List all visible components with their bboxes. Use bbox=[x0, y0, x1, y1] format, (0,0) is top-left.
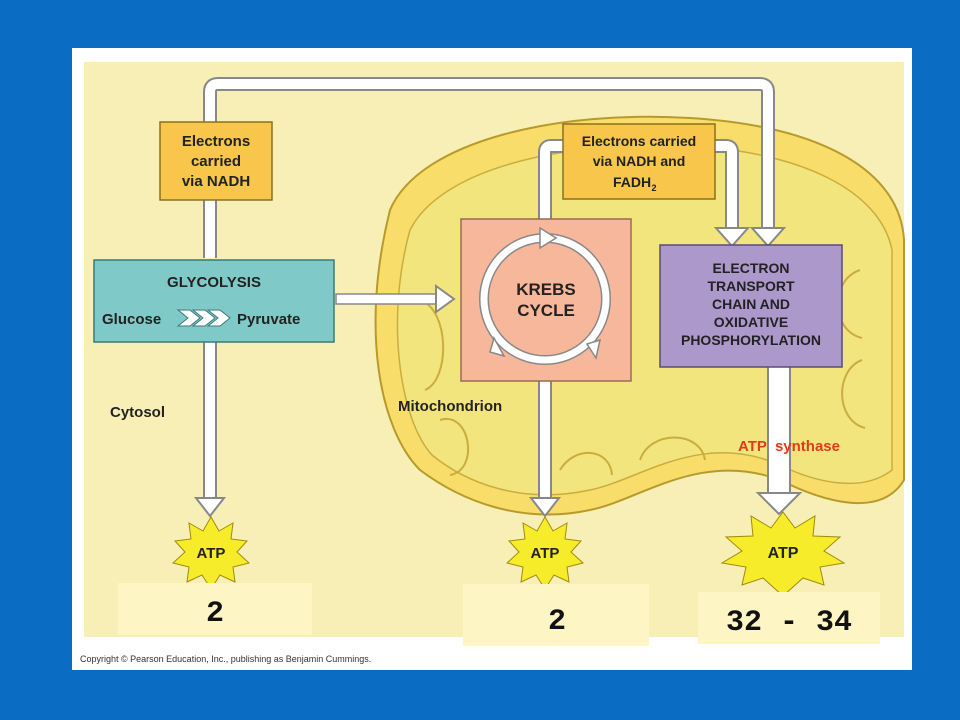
nadh-line-1: Electrons bbox=[182, 133, 250, 150]
krebs-yield-value: 2 bbox=[548, 605, 566, 639]
fadh-line-3: FADH bbox=[613, 174, 651, 190]
krebs-cycle-box: KREBS CYCLE bbox=[460, 218, 632, 382]
glycolysis-title: GLYCOLYSIS bbox=[167, 274, 261, 291]
glycolysis-yield-value: 2 bbox=[206, 597, 224, 631]
atp-burst-glycolysis: ATP bbox=[171, 515, 251, 590]
atp-label-2: ATP bbox=[531, 545, 560, 562]
oxidative-yield-value: 32 - 34 bbox=[726, 606, 852, 640]
glycolysis-box: GLYCOLYSIS Glucose Pyruvate bbox=[93, 259, 335, 343]
atp-label-1: ATP bbox=[197, 545, 226, 562]
cytosol-label: Cytosol bbox=[110, 404, 165, 421]
krebs-atp-arrow bbox=[528, 379, 562, 518]
krebs-line-2: CYCLE bbox=[517, 301, 575, 320]
nadh-line-3: via NADH bbox=[182, 173, 250, 190]
glucose-label: Glucose bbox=[102, 311, 161, 328]
cycle-arrows-icon bbox=[479, 226, 611, 365]
pyruvate-label: Pyruvate bbox=[237, 311, 300, 328]
atp-synthase-label: ATP synthase bbox=[738, 438, 840, 455]
mitochondrion-label: Mitochondrion bbox=[398, 398, 502, 415]
copyright-text: Copyright © Pearson Education, Inc., pub… bbox=[80, 654, 371, 664]
nadh-carrier-box: Electrons carried via NADH bbox=[159, 121, 273, 201]
fadh-line-2: via NADH and bbox=[593, 153, 686, 169]
atp-burst-krebs: ATP bbox=[505, 515, 585, 590]
oxidative-yield: 32 - 34 bbox=[698, 592, 880, 644]
fadh-line-1: Electrons carried bbox=[582, 133, 696, 149]
etc-line-4: OXIDATIVE bbox=[714, 314, 788, 330]
fadh-subscript: 2 bbox=[651, 183, 656, 193]
etc-line-2: TRANSPORT bbox=[707, 278, 795, 294]
nadh-electron-arrow bbox=[203, 77, 787, 258]
glycolysis-atp-arrow bbox=[193, 339, 227, 518]
glycolysis-chevrons-icon bbox=[176, 309, 231, 327]
glycolysis-yield: 2 bbox=[118, 583, 312, 635]
etc-line-3: CHAIN AND bbox=[712, 296, 790, 312]
krebs-line-1: KREBS bbox=[516, 280, 576, 299]
electron-transport-chain-box: ELECTRON TRANSPORT CHAIN AND OXIDATIVE P… bbox=[659, 244, 843, 368]
etc-line-5: PHOSPHORYLATION bbox=[681, 332, 821, 348]
nadh-fadh-carrier-box: Electrons carried via NADH and FADH 2 bbox=[562, 123, 716, 200]
krebs-yield: 2 bbox=[463, 584, 649, 646]
pyruvate-to-krebs-arrow bbox=[335, 284, 456, 314]
atp-label-3: ATP bbox=[768, 545, 799, 562]
etc-line-1: ELECTRON bbox=[713, 260, 790, 276]
nadh-line-2: carried bbox=[191, 153, 241, 170]
